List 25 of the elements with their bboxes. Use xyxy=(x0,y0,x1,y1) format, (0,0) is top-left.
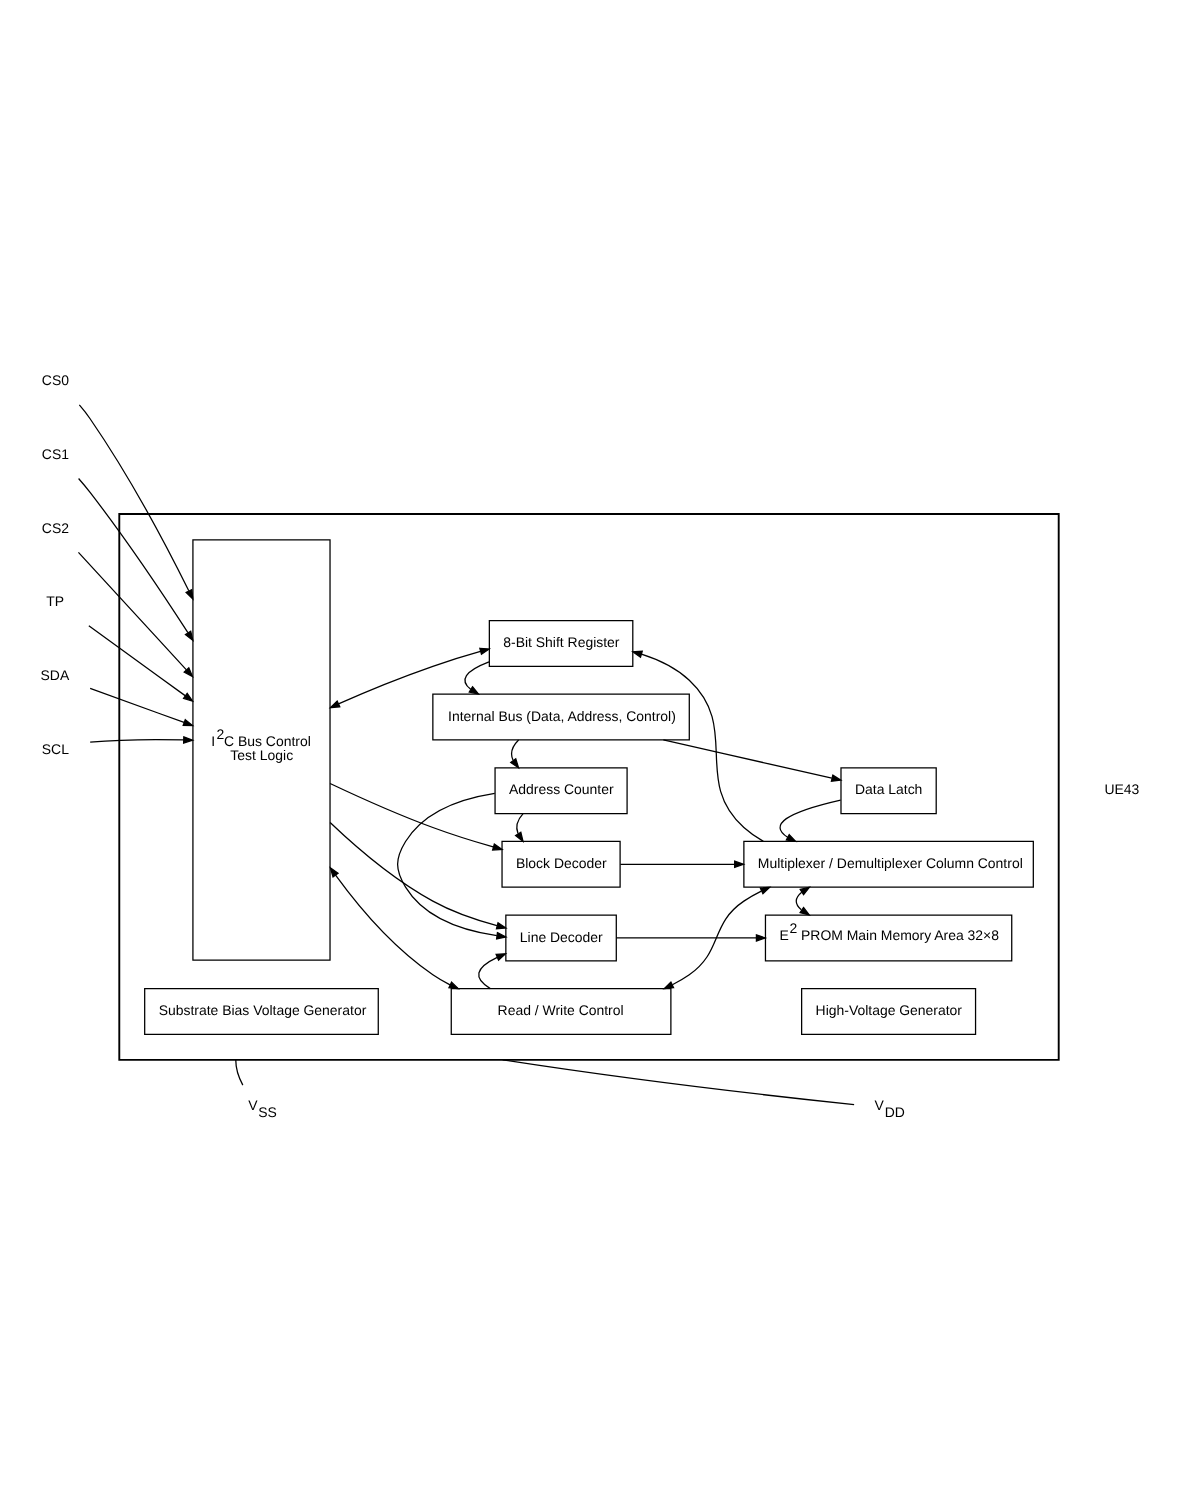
arrow xyxy=(89,686,195,726)
cluster xyxy=(118,512,1060,1060)
arrow xyxy=(615,932,768,941)
arrow xyxy=(795,885,811,915)
arrow xyxy=(779,798,842,842)
arrow xyxy=(329,781,504,850)
arrow xyxy=(478,952,508,989)
arrow xyxy=(329,865,461,989)
arrow xyxy=(329,820,508,929)
arrow xyxy=(662,885,772,989)
arrow xyxy=(77,476,194,642)
arrow xyxy=(631,649,765,841)
arrow xyxy=(509,738,520,769)
arrow xyxy=(88,624,195,702)
arrow xyxy=(514,812,525,842)
arrow xyxy=(328,646,492,708)
arrow xyxy=(619,859,746,868)
connector xyxy=(235,1058,244,1085)
arrow xyxy=(78,403,194,600)
arrow xyxy=(662,738,843,781)
arrow xyxy=(77,550,194,677)
arrow xyxy=(396,791,508,939)
arrow xyxy=(89,734,195,743)
arrow xyxy=(464,660,490,695)
connector xyxy=(501,1058,855,1105)
